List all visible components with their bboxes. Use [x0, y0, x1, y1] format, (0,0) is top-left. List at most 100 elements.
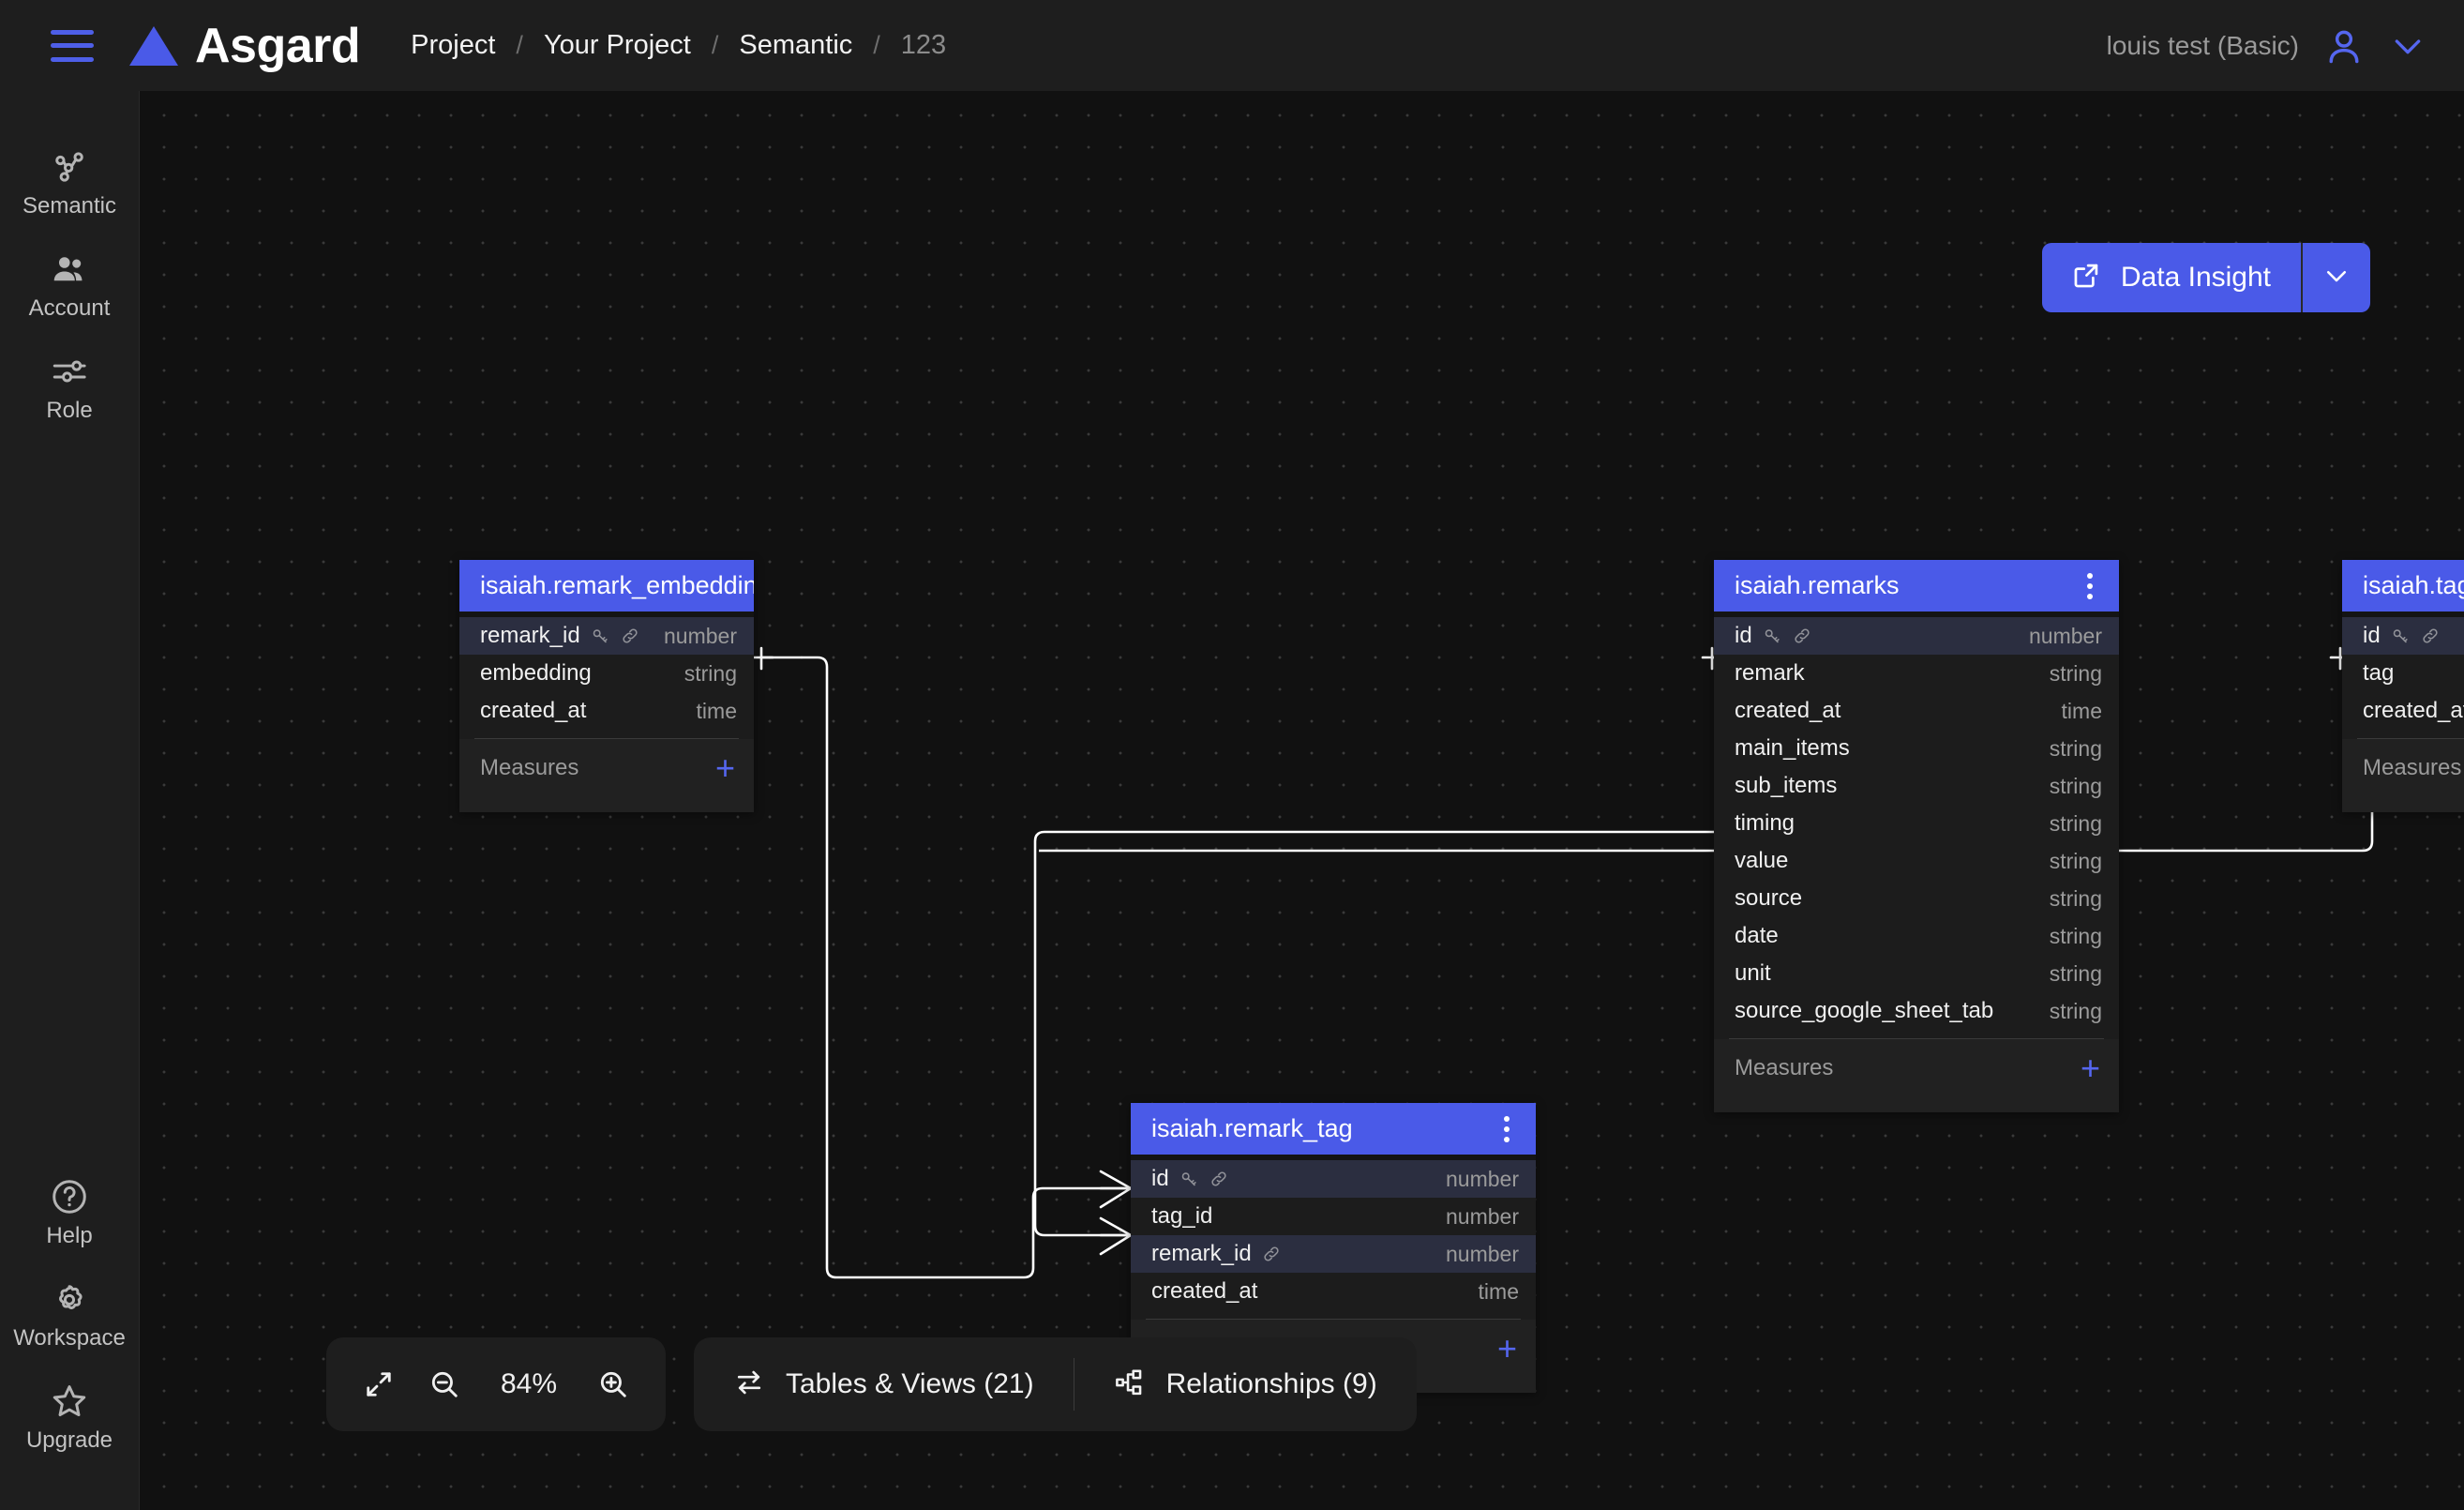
star-icon — [50, 1382, 89, 1421]
brand-name: Asgard — [195, 18, 361, 73]
field-type: number — [2029, 623, 2102, 648]
field-type: string — [2049, 923, 2102, 948]
node-header-tags[interactable]: isaiah.tags — [2342, 560, 2464, 612]
data-insight-button[interactable]: Data Insight — [2041, 243, 2301, 312]
field-row[interactable]: date string — [1714, 917, 2119, 955]
kebab-menu-icon[interactable] — [1496, 1110, 1517, 1148]
hamburger-icon[interactable] — [51, 29, 94, 62]
field-row[interactable]: tag — [2342, 655, 2464, 692]
breadcrumb-item-project[interactable]: Project — [411, 30, 496, 60]
sidebar-item-account[interactable]: Account — [0, 236, 139, 339]
field-left: date — [1735, 923, 1779, 949]
field-type: string — [2049, 735, 2102, 761]
node-title: isaiah.remark_tag — [1151, 1114, 1353, 1142]
sidebar-item-upgrade[interactable]: Upgrade — [0, 1368, 139, 1471]
field-name: remark_id — [1151, 1241, 1252, 1266]
node-header-remark_tag[interactable]: isaiah.remark_tag — [1131, 1103, 1536, 1155]
top-bar-right: louis test (Basic) — [2107, 0, 2426, 91]
field-left: created_at — [1735, 698, 1840, 724]
field-name: date — [1735, 923, 1779, 948]
field-name: source_google_sheet_tab — [1735, 998, 1994, 1023]
zoom-out-button[interactable] — [428, 1367, 461, 1401]
node-title: isaiah.remarks — [1735, 571, 1900, 599]
field-row[interactable]: id number — [1714, 617, 2119, 655]
measures-row: Measures + — [459, 739, 754, 797]
field-row[interactable]: created_at time — [1131, 1273, 1536, 1310]
account-chevron-down-icon[interactable] — [2389, 27, 2426, 65]
user-avatar-icon[interactable] — [2323, 25, 2365, 67]
tables-and-views-label: Tables & Views (21) — [786, 1368, 1034, 1399]
field-name: tag — [2363, 660, 2395, 686]
node-title: isaiah.remark_embeddings — [480, 571, 754, 599]
node-footer — [2342, 797, 2464, 812]
field-type: time — [1478, 1278, 1519, 1304]
field-type: time — [696, 698, 737, 723]
field-name: embedding — [480, 660, 592, 686]
measures-label: Measures — [480, 755, 579, 780]
field-row[interactable]: main_items string — [1714, 730, 2119, 767]
field-left: remark_id — [480, 623, 640, 649]
field-left: id — [1735, 623, 1812, 649]
field-name: unit — [1735, 960, 1771, 986]
field-left: unit — [1735, 960, 1771, 987]
breadcrumb-item-semantic[interactable]: Semantic — [739, 30, 853, 60]
sidebar-item-label: Help — [46, 1223, 93, 1248]
zoom-in-button[interactable] — [596, 1367, 630, 1401]
brand-logo[interactable]: Asgard — [129, 18, 361, 73]
field-row[interactable]: created_at — [2342, 692, 2464, 730]
node-divider — [1729, 1038, 2104, 1039]
breadcrumb-item-your-project[interactable]: Your Project — [543, 30, 691, 60]
add-measure-button[interactable]: + — [2080, 1049, 2100, 1087]
fit-screen-icon[interactable] — [362, 1367, 396, 1401]
tables-and-views-button[interactable]: Tables & Views (21) — [694, 1337, 1074, 1431]
sidebar-bottom-group: Help Workspace Upgrade — [0, 1164, 139, 1471]
kebab-menu-icon[interactable] — [2080, 567, 2100, 605]
foreign-key-link-icon — [2423, 628, 2438, 643]
add-measure-button[interactable]: + — [1496, 1329, 1517, 1367]
sidebar-item-workspace[interactable]: Workspace — [0, 1266, 139, 1368]
field-name: timing — [1735, 810, 1795, 836]
field-name: source — [1735, 885, 1803, 911]
field-type: string — [2049, 660, 2102, 686]
external-link-icon — [2070, 260, 2102, 296]
canvas-info-toolbar: Tables & Views (21) Relationships (9) — [694, 1337, 1417, 1431]
foreign-key-link-icon — [1211, 1171, 1226, 1186]
sidebar-item-semantic[interactable]: Semantic — [0, 134, 139, 236]
node-header-remarks[interactable]: isaiah.remarks — [1714, 560, 2119, 612]
question-circle-icon — [50, 1177, 89, 1216]
sidebar-item-role[interactable]: Role — [0, 339, 139, 441]
field-left: source — [1735, 885, 1802, 912]
breadcrumb-item-123[interactable]: 123 — [900, 30, 947, 60]
field-name: remark_id — [480, 623, 580, 648]
sidebar-item-label: Semantic — [22, 193, 117, 219]
field-left: main_items — [1735, 735, 1850, 762]
field-left: created_at — [1151, 1278, 1257, 1305]
add-measure-button[interactable]: + — [714, 748, 735, 787]
sidebar-item-help[interactable]: Help — [0, 1164, 139, 1266]
field-name: created_at — [2363, 698, 2464, 723]
data-insight-dropdown-button[interactable] — [2301, 243, 2370, 312]
node-header-remark_embeddings[interactable]: isaiah.remark_embeddings — [459, 560, 754, 612]
node-header-gap — [1714, 612, 2119, 617]
relationships-button[interactable]: Relationships (9) — [1074, 1337, 1417, 1431]
measures-label: Measures — [2363, 755, 2462, 780]
